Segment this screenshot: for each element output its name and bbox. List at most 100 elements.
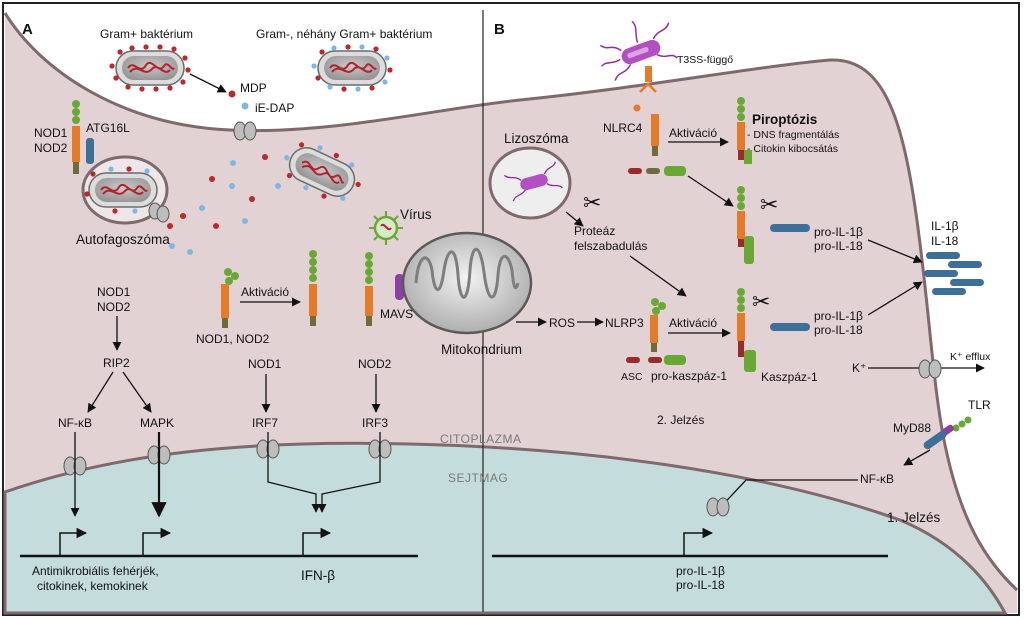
irf7-label: IRF7: [252, 416, 278, 430]
mapk-label: MAPK: [140, 416, 174, 430]
nuclear-pore-icons-a: [63, 439, 392, 476]
mdp-label: MDP: [240, 81, 267, 95]
nod1-list-label: NOD1: [97, 285, 131, 299]
activation-label-nlrp3: Aktiváció: [669, 316, 717, 330]
nod1-label-top: NOD1: [34, 126, 68, 140]
irf3-nuclear-arrow: [317, 432, 381, 513]
lysosome-to-protease-arrow: [565, 211, 584, 227]
gram-positive-label: Gram+ baktérium: [100, 27, 193, 41]
promoter-arrow-2: [142, 527, 172, 556]
flagellin-dot-icon: [633, 104, 641, 112]
caspase1-label: Kaszpáz-1: [761, 370, 818, 384]
panel-label-a: A: [22, 21, 33, 38]
kplus-label: K⁺: [852, 361, 866, 375]
atg16l-icon: [86, 138, 94, 164]
il18-label: IL-18: [931, 234, 959, 248]
nod2-label-irf: NOD2: [358, 357, 392, 371]
nuclear-pore-icon-b: [706, 497, 730, 517]
nlrp3-label: NLRP3: [605, 316, 644, 330]
irf7-nuclear-arrow: [267, 432, 321, 513]
k-channel-icon: [918, 359, 942, 379]
t3ss-label: T3SS-függő: [677, 54, 733, 66]
nfkb-label-b: NF-κB: [860, 472, 894, 486]
nod1-label-irf: NOD1: [248, 357, 282, 371]
scissors-icon-nlrc4: ✂: [760, 192, 778, 217]
promoter-arrow-1: [59, 527, 88, 556]
t3ss-receptor-icon: [639, 82, 657, 93]
nlrp3-receptor-icon: [626, 298, 686, 365]
pro-to-mature-arrow-2: [867, 281, 923, 316]
lysosome-icon: [488, 146, 572, 220]
gene-pro-il1b-label: pro-IL-1β: [676, 564, 725, 578]
mitochondrion-icon: [401, 231, 533, 335]
gram-positive-bacterium: [109, 44, 191, 92]
nlrc4-receptor-icon: [628, 114, 686, 176]
nod2-label-top: NOD2: [34, 141, 68, 155]
iedap-label: iE-DAP: [255, 101, 294, 115]
pro-il1b-bar-1: [770, 224, 810, 232]
protease-release-line1: Proteáz: [574, 224, 615, 238]
nod1-nod2-label: NOD1, NOD2: [196, 332, 270, 346]
pro-il1b-label-1: pro-IL-1β: [814, 225, 863, 239]
irf3-label: IRF3: [362, 416, 388, 430]
mature-cytokine-icons: [924, 252, 984, 295]
pro-il18-label-1: pro-IL-18: [814, 239, 863, 253]
nod2-list-label: NOD2: [97, 300, 131, 314]
mdp-dot-icon: [228, 90, 236, 98]
caspase1-nlrc4-complex-icon: [737, 186, 754, 264]
antimicrobial-output-line2: citokinek, kemokinek: [37, 579, 149, 593]
myd88-to-nfkb-arrow: [903, 449, 931, 466]
pro-il1b-bar-2: [770, 323, 810, 331]
virus-icon: [369, 211, 403, 245]
nucleus-region: [3, 441, 1008, 615]
panel-label-b: B: [494, 21, 505, 38]
atg16l-label: ATG16L: [86, 121, 130, 135]
t3ss-bacterium-icon: [599, 20, 678, 81]
promoter-arrow-ifnb: [302, 527, 332, 556]
autophagosome: [81, 155, 170, 225]
scissors-icon-lysosome: ✂: [583, 190, 601, 215]
promoter-arrow-il1b: [683, 527, 714, 556]
il1b-label: IL-1β: [931, 219, 959, 233]
pro-il1b-label-2: pro-IL-1β: [814, 309, 863, 323]
membrane-transporter-icon: [233, 121, 257, 141]
gene-pro-il18-label: pro-IL-18: [676, 578, 725, 592]
nod-receptor-icon: [72, 100, 80, 174]
ifnb-label: IFN-β: [301, 568, 335, 583]
pro-to-mature-arrow-1: [867, 239, 923, 264]
ligand-dots: [167, 154, 281, 255]
activation-label-a: Aktiváció: [241, 285, 289, 299]
nlrc4-to-caspase-arrow: [687, 175, 734, 207]
nfkb-label-a: NF-κB: [58, 416, 92, 430]
tlr-receptor-icon: [923, 416, 972, 450]
antimicrobial-output-line1: Antimikrobiális fehérjék,: [32, 564, 159, 578]
plasma-membrane: [3, 12, 1019, 592]
active-nlrp3-inflammasome-icon: [737, 288, 756, 372]
gram-negative-label: Gram-, néhány Gram+ baktérium: [256, 27, 432, 41]
scissors-icon-nlrp3: ✂: [752, 289, 770, 314]
cytoplasm-label: CITOPLAZMA: [440, 432, 521, 446]
t3ss-needle-icon: [645, 66, 652, 82]
myd88-label: MyD88: [893, 421, 931, 435]
nlrc4-label: NLRC4: [603, 121, 643, 135]
virus-label: Vírus: [400, 207, 432, 222]
mitochondrion-label: Mitokondrium: [441, 342, 522, 357]
asc-label: ASC: [621, 371, 643, 383]
lysosome-label: Lizoszóma: [504, 131, 569, 146]
gram-negative-bacterium: [311, 44, 393, 92]
rip2-to-mapk-arrow: [122, 371, 152, 413]
pro-il18-label-2: pro-IL-18: [814, 323, 863, 337]
mavs-icon: [395, 274, 404, 300]
cytosolic-bacterium: [283, 141, 361, 203]
iedap-dot-icon: [241, 102, 249, 110]
nod-inactive-icon: [221, 268, 239, 328]
signal-1-label: 1. Jelzés: [887, 510, 941, 525]
autophagosome-label: Autofagoszóma: [76, 232, 170, 247]
k-efflux-label: K⁺ efflux: [950, 351, 991, 363]
protease-to-nlrp3-arrow: [629, 255, 687, 297]
mavs-label: MAVS: [380, 307, 413, 321]
ros-label: ROS: [549, 316, 575, 330]
active-nlrc4-inflammasome-icon: [737, 97, 752, 164]
rlr-receptor-icon: [365, 252, 373, 326]
